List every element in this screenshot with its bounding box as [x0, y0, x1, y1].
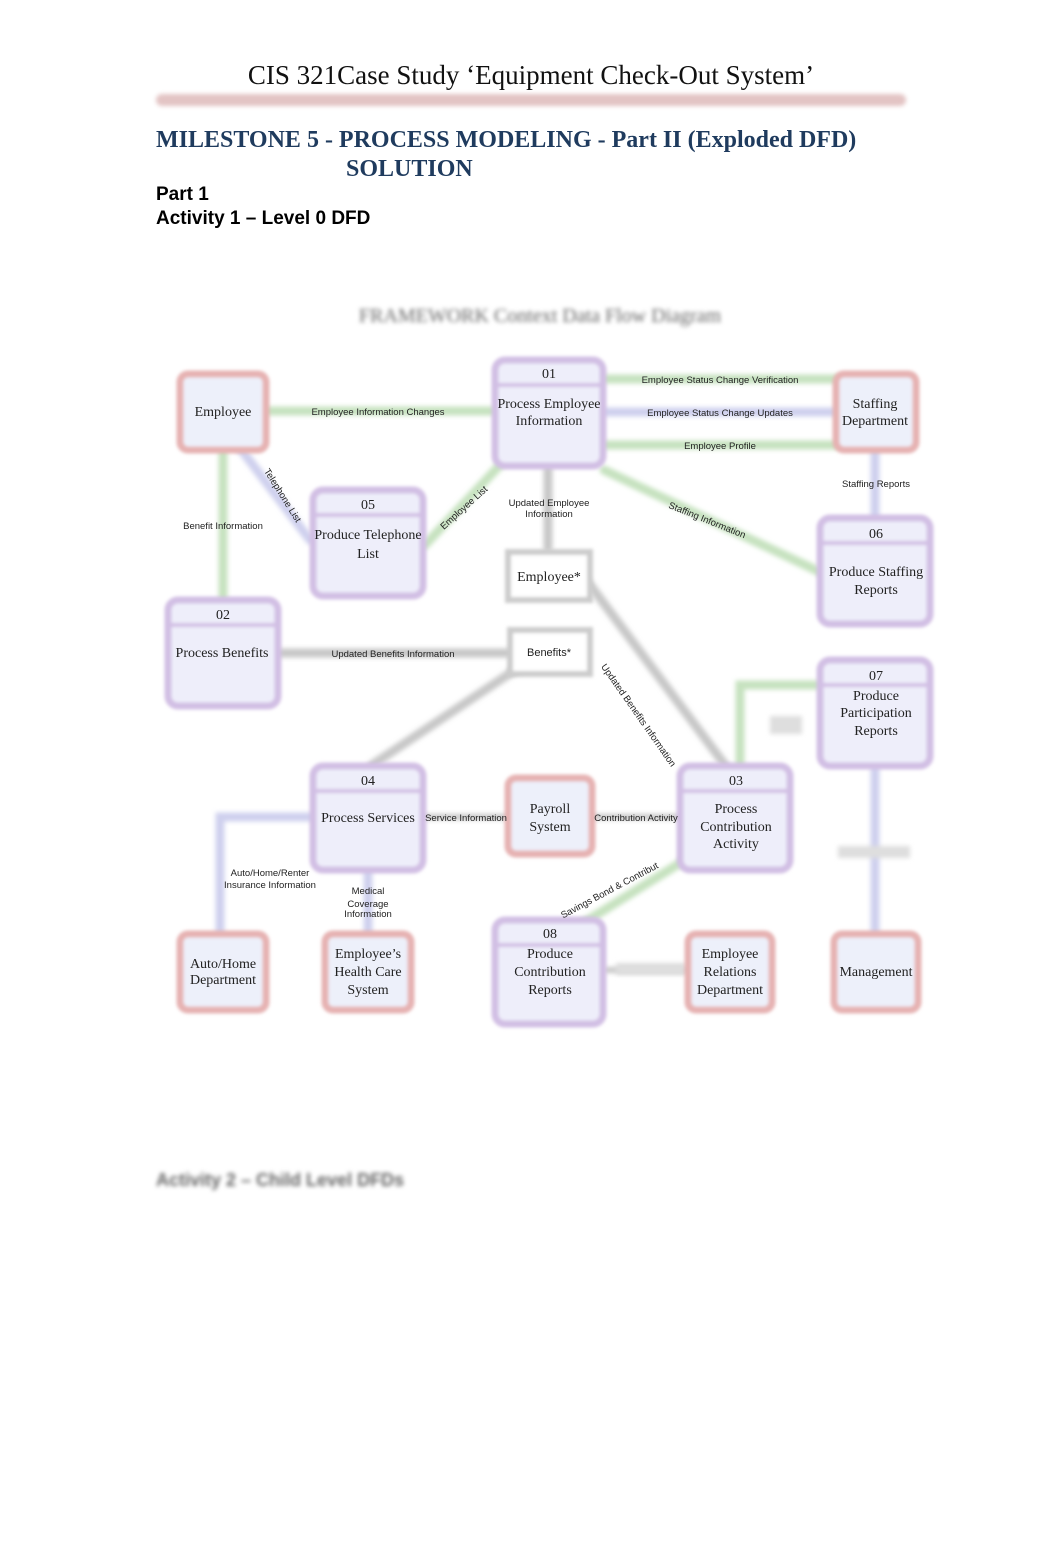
process-08-id: 08: [543, 927, 557, 942]
entity-boxes: [176, 370, 922, 1014]
process-03-name-line-1: Process: [715, 802, 758, 817]
process-boxes: [164, 356, 934, 1028]
activity-heading: Activity 1 – Level 0 DFD: [156, 208, 371, 229]
process-06-id: 06: [869, 527, 883, 542]
process-05-name-line-2: List: [357, 547, 379, 562]
entity-payroll-line-2: System: [529, 820, 570, 835]
process-08-name-line-2: Contribution: [514, 965, 586, 980]
flow-staffing-information: Staffing Information: [667, 500, 747, 541]
entity-health-care-line-3: System: [347, 983, 388, 998]
process-07-name-line-2: Participation: [840, 706, 912, 721]
flow-updated-employee-info-line-2: Information: [525, 509, 573, 520]
flow-telephone-list: Telephone List: [261, 467, 303, 525]
flow-employee-profile: Employee Profile: [684, 441, 756, 452]
milestone-line-2: SOLUTION: [346, 156, 473, 182]
flow-benefit-information: Benefit Information: [183, 521, 263, 532]
process-01-name-line-1: Process Employee: [497, 397, 600, 412]
process-03-id: 03: [729, 774, 743, 789]
process-08-name-line-1: Produce: [527, 947, 573, 962]
process-01-id: 01: [542, 367, 556, 382]
flow-medical-info-line-3: Information: [344, 909, 392, 920]
entity-relations-line-2: Relations: [704, 965, 757, 980]
entity-auto-home-line-2: Department: [190, 973, 256, 988]
flow-updated-benefits-information: Updated Benefits Information: [331, 649, 454, 660]
flow-status-change-verification: Employee Status Change Verification: [642, 375, 799, 386]
flow-medical-info-line-2: Coverage: [347, 899, 388, 910]
activity-2-heading: Activity 2 – Child Level DFDs: [156, 1170, 405, 1190]
flow-employee-list: Employee List: [438, 484, 490, 532]
entity-health-care-line-2: Health Care: [334, 965, 401, 980]
process-02-name: Process Benefits: [176, 646, 269, 661]
document-title: CIS 321Case Study ‘Equipment Check-Out S…: [247, 60, 815, 90]
entity-relations-line-1: Employee: [702, 947, 759, 962]
process-07-id: 07: [869, 669, 883, 684]
process-04-id: 04: [361, 774, 375, 789]
entity-health-care-line-1: Employee’s: [335, 947, 401, 962]
process-07-name-line-3: Reports: [854, 724, 898, 739]
milestone-heading: MILESTONE 5 - PROCESS MODELING - Part II…: [156, 126, 916, 184]
process-03-name-line-3: Activity: [713, 837, 759, 852]
flow-employee-information-changes: Employee Information Changes: [311, 407, 444, 418]
process-05-id: 05: [361, 498, 375, 513]
process-06-name-line-2: Reports: [854, 583, 898, 598]
process-05-name-line-1: Produce Telephone: [314, 528, 421, 543]
flow-service-information: Service Information: [425, 813, 507, 824]
entity-labels: Employee Staffing Department Auto/Home D…: [190, 397, 913, 998]
flow-auto-home-info-line-2: Insurance Information: [224, 880, 316, 891]
process-01-name-line-2: Information: [516, 414, 583, 429]
entity-payroll-line-1: Payroll: [530, 802, 571, 817]
milestone-line-1: MILESTONE 5 - PROCESS MODELING - Part II…: [156, 127, 857, 153]
flow-status-change-updates: Employee Status Change Updates: [647, 408, 793, 419]
flow-contribution-activity: Contribution Activity: [594, 813, 678, 824]
flow-staffing-reports: Staffing Reports: [842, 479, 910, 490]
entity-staffing-line-1: Staffing: [853, 397, 898, 412]
diagram-title: FRAMEWORK Context Data Flow Diagram: [358, 305, 722, 327]
blurred-flow-labels: [616, 716, 910, 975]
flow-medical-info-line-1: Medical: [352, 886, 385, 897]
entity-auto-home-line-1: Auto/Home: [190, 957, 256, 972]
data-store-shapes: [505, 549, 593, 677]
process-03-name-line-2: Contribution: [700, 820, 772, 835]
entity-staffing-line-2: Department: [842, 414, 908, 429]
entity-relations-line-3: Department: [697, 983, 763, 998]
flow-updated-employee-info-line-1: Updated Employee: [509, 498, 590, 509]
process-04-name: Process Services: [321, 811, 415, 826]
flow-updated-benefits-information-diagonal: Updated Benefits Information: [598, 662, 678, 769]
process-02-id: 02: [216, 608, 230, 623]
entity-employee: Employee: [195, 405, 252, 420]
process-08-name-line-3: Reports: [528, 983, 572, 998]
process-06-name-line-1: Produce Staffing: [829, 565, 923, 580]
part-heading: Part 1: [156, 184, 209, 205]
flow-savings-bond: Savings Bond & Contribut: [559, 860, 661, 921]
title-underline: [156, 94, 906, 106]
flow-auto-home-info-line-1: Auto/Home/Renter: [231, 868, 310, 879]
process-07-name-line-1: Produce: [853, 689, 899, 704]
store-benefits: Benefits*: [527, 647, 572, 659]
process-labels: 01 Process Employee Information 02 Proce…: [176, 367, 924, 998]
store-employee: Employee*: [517, 570, 581, 585]
entity-management: Management: [839, 965, 912, 980]
